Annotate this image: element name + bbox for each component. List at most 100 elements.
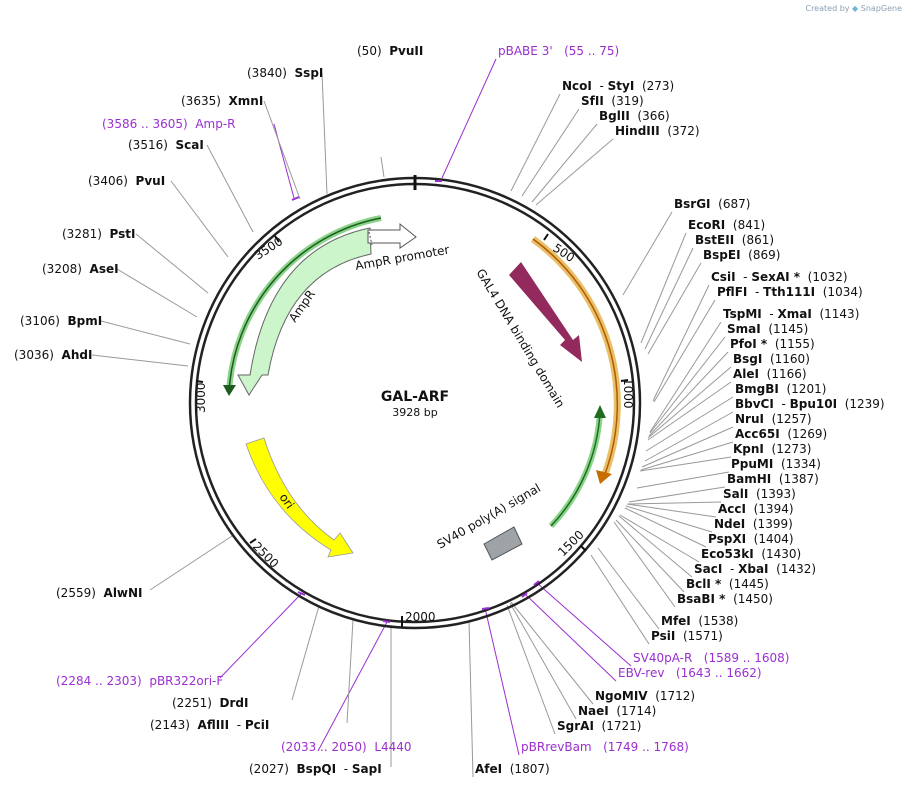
- site-label-bspei: BspEI (869): [703, 248, 780, 262]
- leader-line-bcli: [615, 519, 685, 593]
- leader-line-psii: [590, 554, 650, 645]
- leader-lines: [91, 58, 734, 778]
- leader-line-bsteii: [644, 247, 694, 350]
- site-label-pfoi: PfoI * (1155): [730, 337, 815, 351]
- site-label-sv40pa-r: SV40pA-R (1589 .. 1608): [633, 651, 789, 665]
- snapgene-logo-icon: ◆: [852, 4, 859, 13]
- site-label-pbabe-3: pBABE 3' (55 .. 75): [498, 44, 619, 58]
- leader-line-pbabe-3: [441, 58, 497, 179]
- site-label-saci: SacI - XbaI (1432): [694, 562, 816, 576]
- site-label-nrui: NruI (1257): [735, 412, 812, 426]
- ori-feature-arrow: [245, 437, 354, 558]
- site-label-acc65i: Acc65I (1269): [735, 427, 827, 441]
- leader-line-smai: [649, 336, 726, 434]
- site-label-pvuii: (50) PvuII: [357, 44, 423, 58]
- site-label-hindiii: HindIII (372): [615, 124, 700, 138]
- site-label-amp-r: (3586 .. 3605) Amp-R: [102, 117, 236, 131]
- leader-line-scai: [206, 144, 254, 233]
- leader-line-pbrrevbam: [484, 607, 520, 756]
- leader-line-mfei: [597, 547, 660, 630]
- leader-line-saci: [618, 515, 693, 578]
- site-label-bspqi: (2027) BspQI - SapI: [249, 762, 382, 776]
- leader-line-alei: [647, 381, 732, 441]
- site-label-bsgi: BsgI (1160): [733, 352, 810, 366]
- leader-line-bspei: [647, 262, 702, 355]
- green-arrowhead: [594, 405, 606, 418]
- leader-line-bpmi: [100, 320, 191, 345]
- ampr-feature-arrow: [237, 227, 372, 396]
- site-label-ppumi: PpuMI (1334): [731, 457, 821, 471]
- tick-500: [543, 233, 549, 241]
- leader-line-csii: [652, 284, 710, 402]
- site-label-bsteii: BstEII (861): [695, 233, 774, 247]
- leader-line-l4440: [317, 621, 388, 752]
- site-label-sfii: SfII (319): [581, 94, 644, 108]
- site-label-drdi: (2251) DrdI: [172, 696, 248, 710]
- leader-line-tspmi: [649, 321, 722, 433]
- site-label-bcli: BclI * (1445): [686, 577, 769, 591]
- leader-line-nrui: [641, 426, 734, 468]
- plasmid-length: 3928 bp: [392, 406, 437, 419]
- leader-line-ppumi: [636, 471, 730, 489]
- site-label-bpmi: (3106) BpmI: [20, 314, 102, 328]
- site-label-pbr322ori-f: (2284 .. 2303) pBR322ori-F: [56, 674, 223, 688]
- ampr-promoter-arrow: [367, 222, 417, 249]
- sv40-feature-box: [483, 526, 523, 561]
- leader-line-acci: [626, 503, 717, 518]
- leader-line-drdi: [291, 605, 320, 701]
- leader-line-ecori: [640, 232, 687, 344]
- feature-arc-green: [548, 411, 603, 529]
- leader-line-psti: [135, 233, 209, 294]
- site-label-ngomiv: NgoMIV (1712): [595, 689, 695, 703]
- site-label-bamhi: BamHI (1387): [727, 472, 819, 486]
- site-label-xmni: (3635) XmnI: [181, 94, 263, 108]
- tick-3000: [195, 380, 204, 383]
- leader-line-sali: [627, 501, 722, 505]
- snapgene-credit: Created by ◆ SnapGene: [805, 4, 902, 13]
- primer-mark-l4440: [382, 620, 391, 623]
- site-label-psii: PsiI (1571): [651, 629, 723, 643]
- tick-label-3000: 3000: [194, 382, 208, 413]
- site-label-bsabi: BsaBI * (1450): [677, 592, 773, 606]
- leader-line-sspi: [321, 72, 328, 195]
- leader-line-afei: [468, 620, 474, 778]
- tick-3500: [274, 235, 280, 243]
- primer-mark-pbr322ori-f: [297, 591, 306, 596]
- leader-line-sgrai: [506, 604, 556, 735]
- site-label-mfei: MfeI (1538): [661, 614, 738, 628]
- tick-1500: [580, 545, 587, 552]
- leader-line-bmgbi: [645, 396, 734, 452]
- leader-line-bsabi: [613, 521, 676, 608]
- site-label-afei: AfeI (1807): [475, 762, 550, 776]
- site-label-bbvci: BbvCI - Bpu10I (1239): [735, 397, 885, 411]
- leader-line-bamhi: [628, 486, 726, 503]
- site-label-naei: NaeI (1714): [578, 704, 656, 718]
- gal4-feature-arrow: [509, 262, 582, 362]
- primer-marks: [291, 180, 540, 623]
- site-label-smai: SmaI (1145): [727, 322, 808, 336]
- leader-line-xmni: [263, 100, 301, 200]
- tick-2500: [249, 538, 257, 544]
- primer-mark-pbrrevbam: [481, 607, 490, 610]
- site-label-ndei: NdeI (1399): [714, 517, 793, 531]
- feature-arc-green-core: [550, 411, 601, 527]
- site-label-asei: (3208) AseI: [42, 262, 119, 276]
- leader-line-bsgi: [647, 366, 732, 439]
- site-label-psti: (3281) PstI: [62, 227, 135, 241]
- leader-line-pfoi: [648, 351, 729, 437]
- site-label-ecori: EcoRI (841): [688, 218, 765, 232]
- leader-line-pbr322ori-f: [219, 593, 302, 679]
- orange-arrowhead: [596, 470, 612, 484]
- leader-line-pvui: [170, 180, 229, 258]
- leader-line-bbvci: [644, 411, 734, 462]
- site-label-alei: AleI (1166): [733, 367, 807, 381]
- site-label-sspi: (3840) SspI: [247, 66, 323, 80]
- leader-line-afliii: [346, 619, 354, 724]
- site-label-tspmi: TspMI - XmaI (1143): [723, 307, 859, 321]
- leader-line-ebv-rev: [525, 594, 617, 682]
- leader-line-bsrgi: [622, 211, 673, 296]
- site-label-sgrai: SgrAI (1721): [557, 719, 641, 733]
- leader-line-acc65i: [640, 441, 734, 471]
